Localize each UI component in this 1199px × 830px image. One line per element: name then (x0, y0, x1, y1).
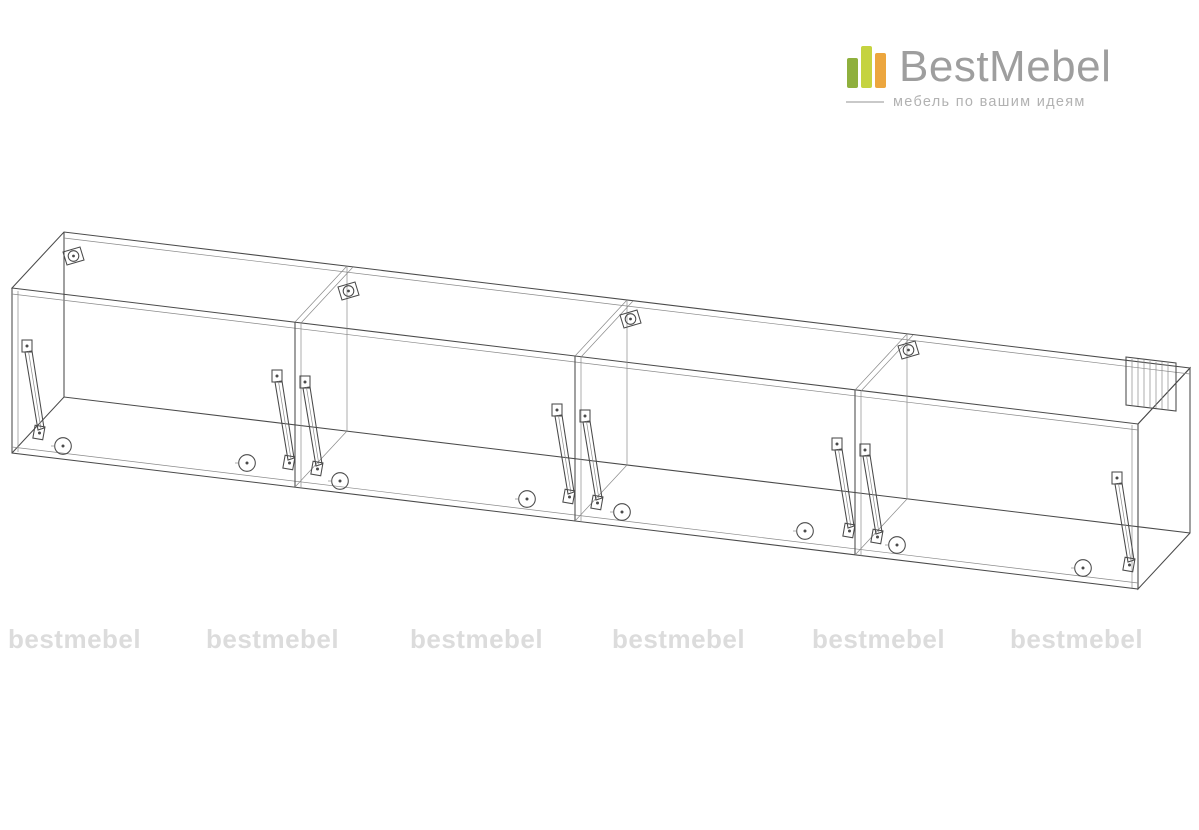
watermark-text: bestmebel (206, 624, 340, 654)
logo-bar-1 (847, 58, 858, 88)
cabinet-dividers (294, 265, 914, 556)
logo-bar-3 (875, 53, 886, 88)
hanging-brackets (62, 246, 920, 360)
lift-mechanisms (21, 339, 1136, 573)
watermark-text: bestmebel (410, 624, 544, 654)
brand-name: BestMebel (899, 42, 1112, 91)
hatched-detail (1125, 356, 1177, 412)
watermark-text: bestmebel (8, 624, 142, 654)
logo: BestMebel мебель по вашим идеям (846, 44, 1111, 110)
logo-bar-2 (861, 46, 872, 88)
tagline: мебель по вашим идеям (893, 94, 1086, 110)
watermark-text: bestmebel (1010, 624, 1144, 654)
logo-bars-icon (847, 46, 886, 88)
watermark-text: bestmebel (612, 624, 746, 654)
cabinet-carcass (10, 231, 1192, 591)
tagline-dash (846, 101, 884, 103)
watermark-text: bestmebel (812, 624, 946, 654)
